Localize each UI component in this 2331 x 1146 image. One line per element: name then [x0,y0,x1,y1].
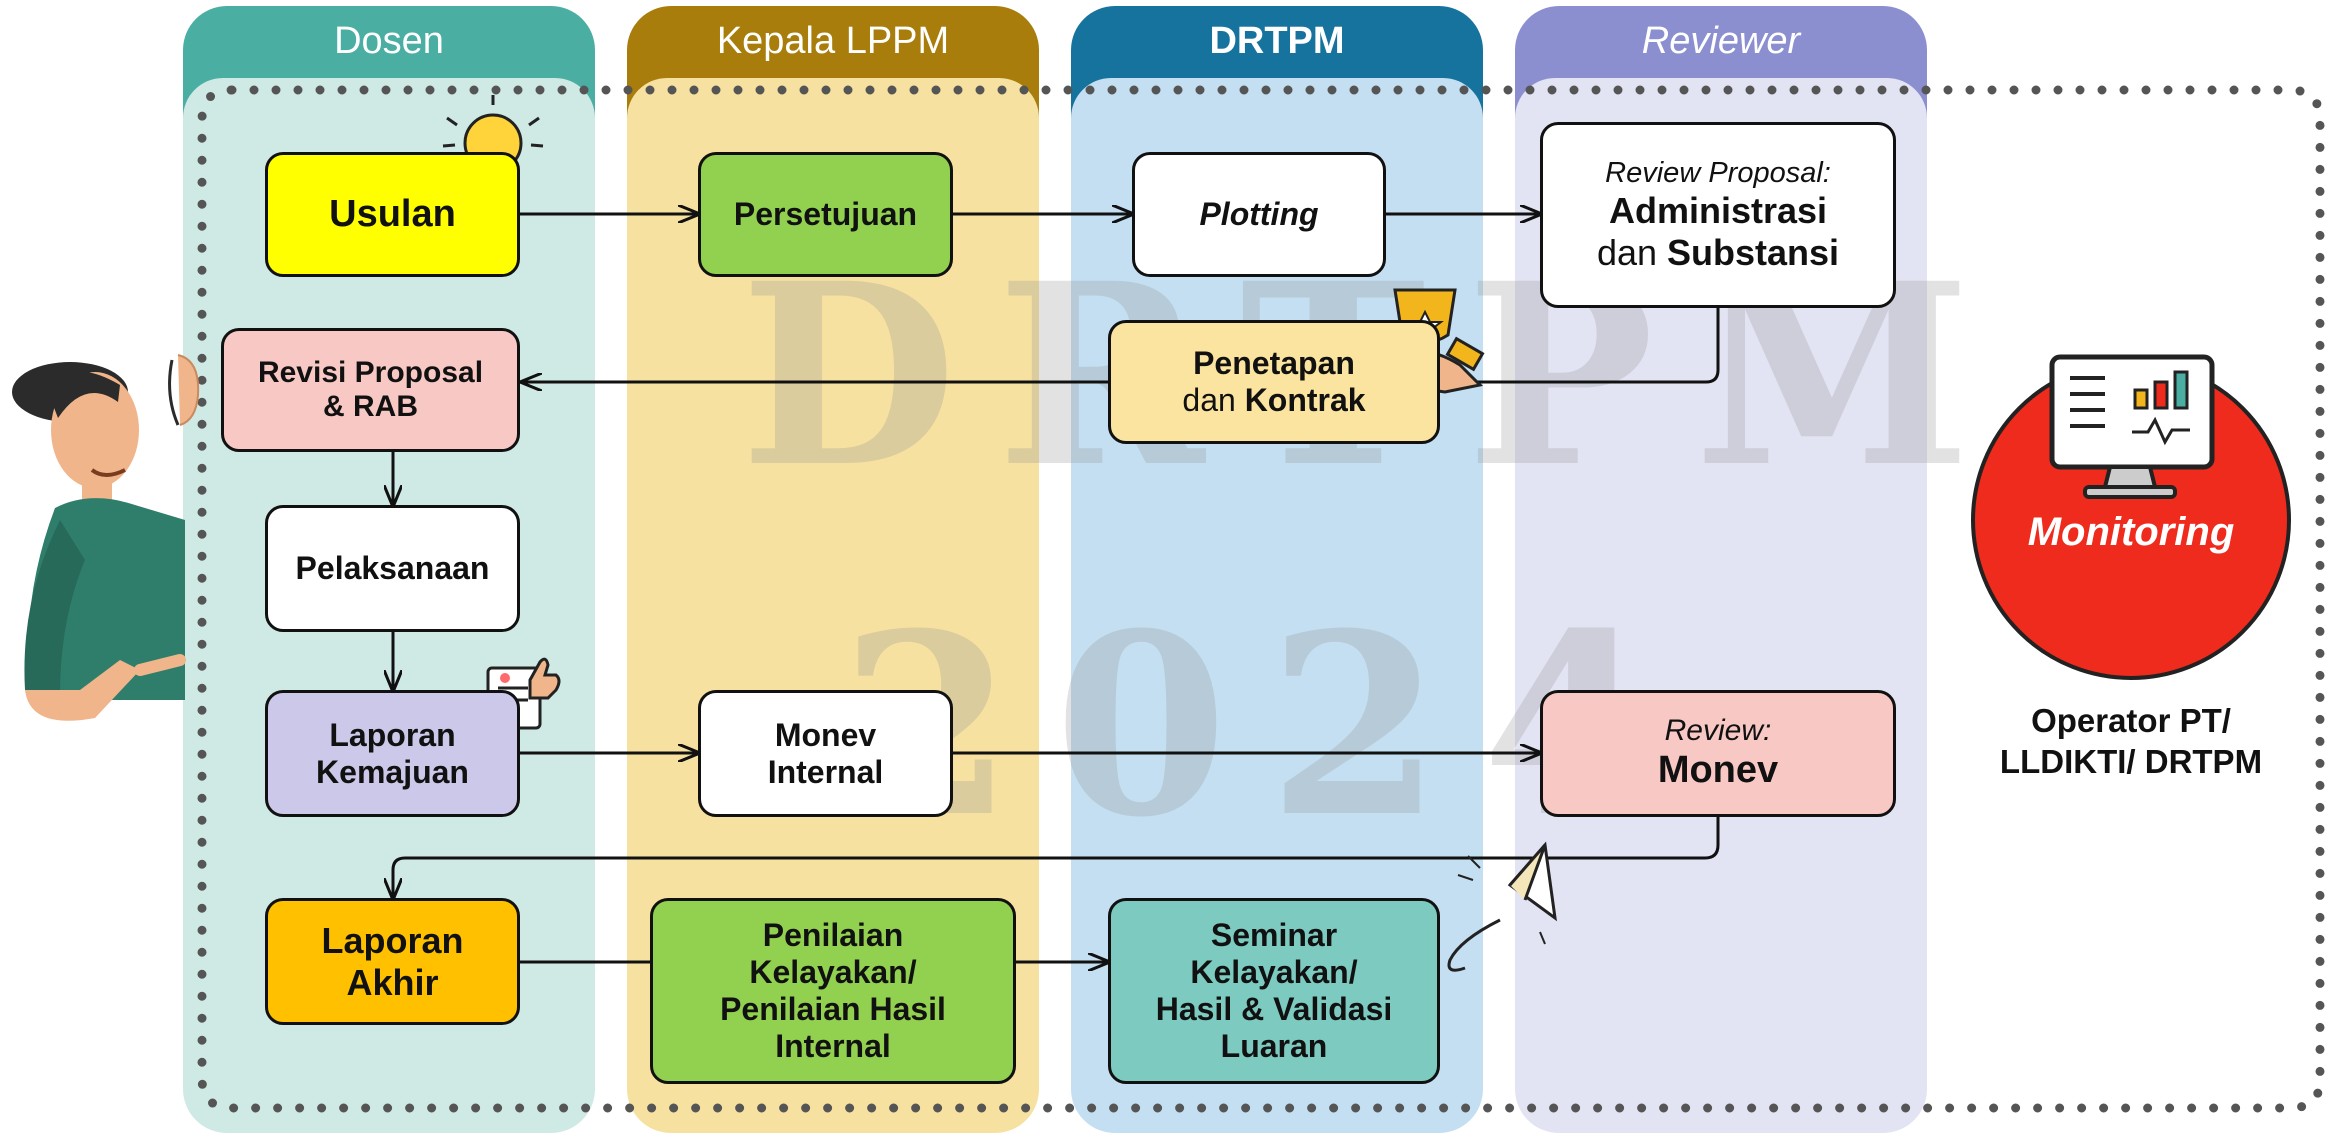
penetapan-kontrak: Kontrak [1244,382,1366,418]
laporan-akhir-line2: Akhir [346,961,439,1003]
person-pointing-illustration [12,354,200,721]
node-plotting: Plotting [1132,152,1386,277]
review-proposal-substansi: Substansi [1667,231,1840,273]
monev-internal-line2: Internal [767,753,884,790]
node-monev-internal: Monev Internal [698,690,953,817]
node-penilaian: Penilaian Kelayakan/ Penilaian Hasil Int… [650,898,1016,1084]
penetapan-dan: dan [1182,382,1245,418]
monitoring-scope-border [197,85,2325,1113]
revisi-line2: & RAB [323,390,418,423]
penilaian-line3: Penilaian Hasil [720,991,946,1027]
node-seminar: Seminar Kelayakan/ Hasil & Validasi Luar… [1108,898,1440,1084]
monitoring-caption-line1: Operator PT/ [2031,702,2231,739]
penetapan-line2: dan Kontrak [1182,382,1365,419]
penilaian-line4: Internal [775,1027,891,1064]
seminar-line3: Hasil & Validasi [1155,991,1393,1027]
node-usulan: Usulan [265,152,520,277]
node-pelaksanaan: Pelaksanaan [265,505,520,632]
penilaian-line1: Penilaian [762,917,904,954]
pelaksanaan-label: Pelaksanaan [295,550,490,587]
node-review-monev: Review: Monev [1540,690,1896,817]
review-monev-line1: Review: [1664,714,1772,748]
seminar-line1: Seminar [1210,917,1338,954]
review-monev-line2: Monev [1657,748,1779,791]
arrow-review-laporanakhir [393,817,1720,898]
revisi-line1: Revisi Proposal [257,355,484,389]
lane-body-top-drtpm [1071,78,1483,138]
penilaian-line2: Kelayakan/ [749,954,917,991]
watermark-line2: 2024 [840,578,1696,872]
review-proposal-line3: dan Substansi [1597,232,1839,273]
node-persetujuan: Persetujuan [698,152,953,277]
monitor-chart-icon [2049,354,2215,499]
review-proposal-line2: Administrasi [1608,190,1828,232]
node-review-proposal: Review Proposal: Administrasi dan Substa… [1540,122,1896,308]
node-plotting-label: Plotting [1199,196,1319,233]
paper-plane-icon [1447,841,1557,972]
node-laporan-akhir: Laporan Akhir [265,898,520,1025]
arrow-review-penetapan [1440,308,1720,384]
node-revisi-proposal: Revisi Proposal & RAB [221,328,520,452]
seminar-line2: Kelayakan/ [1190,954,1358,991]
node-laporan-kemajuan: Laporan Kemajuan [265,690,520,817]
node-persetujuan-label: Persetujuan [733,196,918,233]
laporan-kemajuan-line1: Laporan [329,716,456,753]
review-proposal-dan: dan [1596,231,1668,273]
laporan-kemajuan-line2: Kemajuan [316,753,469,790]
seminar-line4: Luaran [1220,1027,1328,1064]
review-proposal-line1: Review Proposal: [1605,156,1831,189]
penetapan-line1: Penetapan [1193,345,1355,382]
monitoring-label: Monitoring [2027,510,2235,554]
monitoring-caption-line2: LLDIKTI/ DRTPM [1999,743,2263,781]
monitoring-caption: Operator PT/ LLDIKTI/ DRTPM [1960,700,2302,783]
node-usulan-label: Usulan [329,192,456,235]
node-penetapan: Penetapan dan Kontrak [1108,320,1440,444]
monev-internal-line1: Monev [774,716,877,753]
laporan-akhir-line1: Laporan [321,920,464,962]
